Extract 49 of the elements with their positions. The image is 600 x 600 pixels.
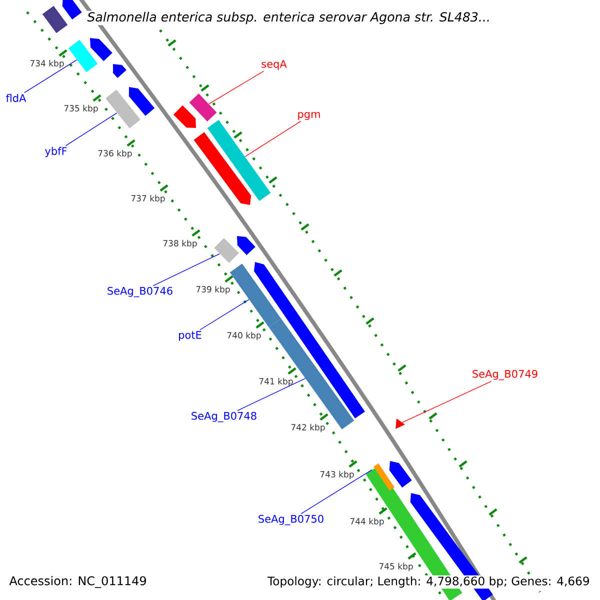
- leader-line: [208, 70, 264, 104]
- tick-label: 739 kbp: [196, 286, 230, 294]
- footer-text: Topology: circular; Length: 4,798,660 bp; Genes: 4,669: [266, 575, 591, 589]
- gene-label: seqA: [262, 60, 287, 70]
- leader-line: [300, 469, 372, 514]
- leader-line: [200, 299, 250, 330]
- gene-label: pgm: [298, 112, 320, 120]
- tick-label: 740 kbp: [227, 332, 261, 340]
- title: Salmonella enterica subsp. enterica serovar Agona str. SL483...: [86, 10, 492, 26]
- gene-label: SeAg_B0748: [192, 412, 256, 422]
- tick-label: 738 kbp: [163, 240, 197, 248]
- leader-line: [65, 112, 118, 146]
- tick-label: 741 kbp: [259, 378, 293, 386]
- leader-line: [402, 380, 492, 423]
- gene-bar: [389, 461, 412, 488]
- gene-bar: [42, 6, 68, 34]
- gene-label: potE: [179, 331, 202, 341]
- leader-line: [152, 253, 220, 286]
- triangle-marker: [396, 418, 405, 429]
- tick-label: 743 kbp: [320, 470, 354, 480]
- tick-label: 736 kbp: [98, 150, 132, 158]
- gene-label: ybfF: [45, 146, 67, 158]
- leader-line: [244, 120, 302, 157]
- gene-bar: [173, 105, 196, 128]
- gene-bar: [194, 132, 252, 205]
- gene-label: fldA: [6, 94, 26, 102]
- tick-label: 734 kbp: [30, 60, 64, 68]
- gene-bar: [230, 264, 282, 328]
- tick-label: 745 kbp: [379, 562, 413, 572]
- gene-bar: [113, 64, 126, 78]
- gene-bar: [90, 38, 112, 62]
- gene-bar: [189, 94, 217, 122]
- tick-label: 737 kbp: [131, 194, 165, 204]
- leader-line: [237, 378, 306, 412]
- gene-bar: [237, 236, 256, 256]
- gene-label: SeAg_B0750: [258, 514, 324, 526]
- gene-bar: [207, 120, 271, 202]
- leader-line: [24, 59, 78, 94]
- gene-bar: [62, 0, 82, 20]
- gene-bar: [68, 40, 98, 72]
- gene-label: SeAg_B0749: [472, 370, 538, 380]
- gene-bar: [106, 90, 140, 128]
- gene-bar: [128, 87, 155, 116]
- gene-bar: [214, 238, 239, 263]
- tick-label: 744 kbp: [350, 518, 384, 526]
- tick-label: 742 kbp: [291, 424, 325, 432]
- gene-bar: [374, 463, 394, 491]
- footer-text: Accession: NC_011149: [8, 575, 148, 589]
- gene-label: SeAg_B0746: [108, 286, 172, 298]
